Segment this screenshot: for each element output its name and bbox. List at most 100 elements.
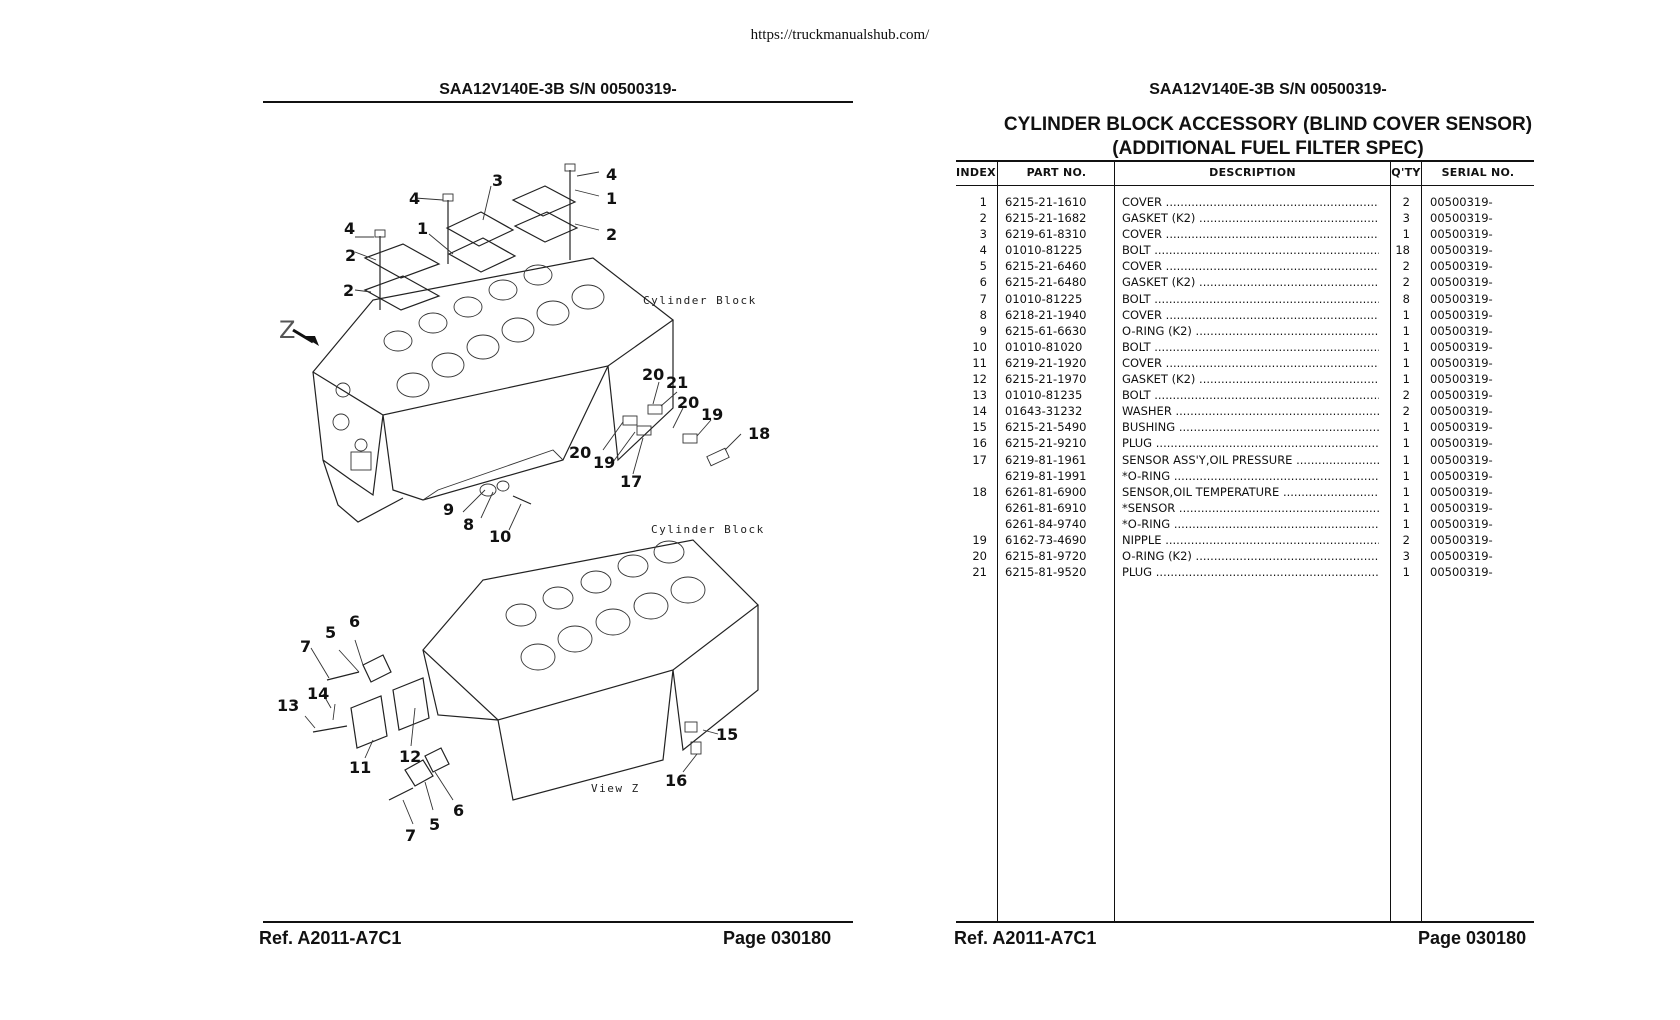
cell-qty: 1 [1402,484,1410,499]
cell-qty: 8 [1402,291,1410,306]
callout-number: 17 [620,472,642,491]
cell-serial: 00500319- [1430,275,1493,290]
callout-number: 15 [716,725,738,744]
col-header-qty: Q'TY [1391,166,1421,179]
cell-serial: 00500319- [1430,468,1493,483]
callout-number: 7 [300,637,311,656]
cell-part-no: 6261-81-6900 [1005,484,1087,499]
callout-number: 12 [399,747,421,766]
source-url: https://truckmanualshub.com/ [750,27,930,43]
table-row: 13 01010-81235 BOLT 2 00500319- [956,387,1534,403]
col-divider [997,161,998,922]
cell-description: COVER [1122,355,1379,371]
cell-description: BOLT [1122,387,1379,403]
cell-index: 9 [979,323,987,338]
cell-qty: 18 [1395,243,1410,258]
cell-part-no: 6215-21-1682 [1005,211,1087,226]
view-z-caption: View Z [591,782,640,795]
table-row: 6219-81-1991*O-RING100500319- [956,468,1534,484]
cell-description: BOLT [1122,242,1379,258]
cell-part-no: 6215-61-6630 [1005,323,1087,338]
callout-number: 14 [307,684,329,703]
cell-index: 7 [979,291,987,306]
bottom-cylinder-block [304,539,759,825]
parts-table: INDEX PART NO. DESCRIPTION Q'TY SERIAL N… [956,161,1534,922]
cell-serial: 00500319- [1430,516,1493,531]
cell-qty: 1 [1402,436,1410,451]
cell-description: SENSOR,OIL TEMPERATURE [1122,484,1379,500]
cell-serial: 00500319- [1430,195,1493,209]
cell-qty: 1 [1402,516,1410,531]
col-header-index: INDEX [956,166,996,179]
cell-serial: 00500319- [1430,484,1493,499]
cell-description: PLUG [1122,564,1379,580]
cell-part-no: 6215-21-1610 [1005,195,1087,209]
table-row: 6261-84-9740*O-RING100500319- [956,516,1534,532]
cell-serial: 00500319- [1430,259,1493,274]
callout-number: 1 [606,189,617,208]
cell-description: BOLT [1122,339,1379,355]
cell-description: COVER [1122,307,1379,323]
cell-serial: 00500319- [1430,243,1493,258]
cell-index: 8 [979,307,987,322]
cell-qty: 2 [1402,404,1410,419]
callout-number: 5 [429,815,440,834]
top-cylinder-block [292,163,742,531]
col-divider [1421,161,1422,922]
cell-serial: 00500319- [1430,420,1493,435]
table-row: 6261-81-6910*SENSOR100500319- [956,500,1534,516]
callout-number: 19 [701,405,723,424]
cell-index: 13 [972,388,987,403]
cell-qty: 2 [1402,259,1410,274]
cell-qty: 1 [1402,372,1410,387]
col-divider [1114,161,1115,922]
cell-index: 1 [979,195,987,209]
right-footer-rule [956,921,1534,923]
cell-serial: 00500319- [1430,549,1493,564]
cell-qty: 1 [1402,565,1410,580]
callout-number: 1 [417,219,428,238]
title-line-1: CYLINDER BLOCK ACCESSORY (BLIND COVER SE… [1003,114,1533,135]
col-header-serial: SERIAL NO. [1441,166,1515,179]
cell-part-no: 6162-73-4690 [1005,532,1087,547]
left-page-header: SAA12V140E-3B S/N 00500319- [439,81,677,98]
cell-index: 10 [972,339,987,354]
callout-number: 18 [748,424,770,443]
callout-number: 4 [344,219,355,238]
callout-number: 5 [325,623,336,642]
callout-number: 20 [569,443,591,462]
table-top-rule [956,160,1534,162]
col-header-description: DESCRIPTION [1209,166,1296,179]
callout-number: 9 [443,500,454,519]
cell-description: O-RING (K2) [1122,548,1379,564]
cell-qty: 1 [1402,452,1410,467]
exploded-parts-diagram: Cylinder Block Cylinder Block Z View Z 4… [263,160,823,905]
cell-description: BUSHING [1122,419,1379,435]
cell-part-no: 01010-81235 [1005,388,1083,403]
callout-number: 2 [345,246,356,265]
cell-part-no: 6219-21-1920 [1005,355,1087,370]
right-page-header: SAA12V140E-3B S/N 00500319- [1149,81,1387,98]
cell-serial: 00500319- [1430,372,1493,387]
cell-qty: 1 [1402,468,1410,483]
left-page-number: Page 030180 [723,928,832,948]
cell-serial: 00500319- [1430,388,1493,403]
cell-serial: 00500319- [1430,211,1493,226]
cell-qty: 2 [1402,388,1410,403]
cell-serial: 00500319- [1430,307,1493,322]
callout-number: 20 [642,365,664,384]
cell-index: 20 [972,549,987,564]
callout-number: 4 [606,165,617,184]
cell-qty: 1 [1402,339,1410,354]
